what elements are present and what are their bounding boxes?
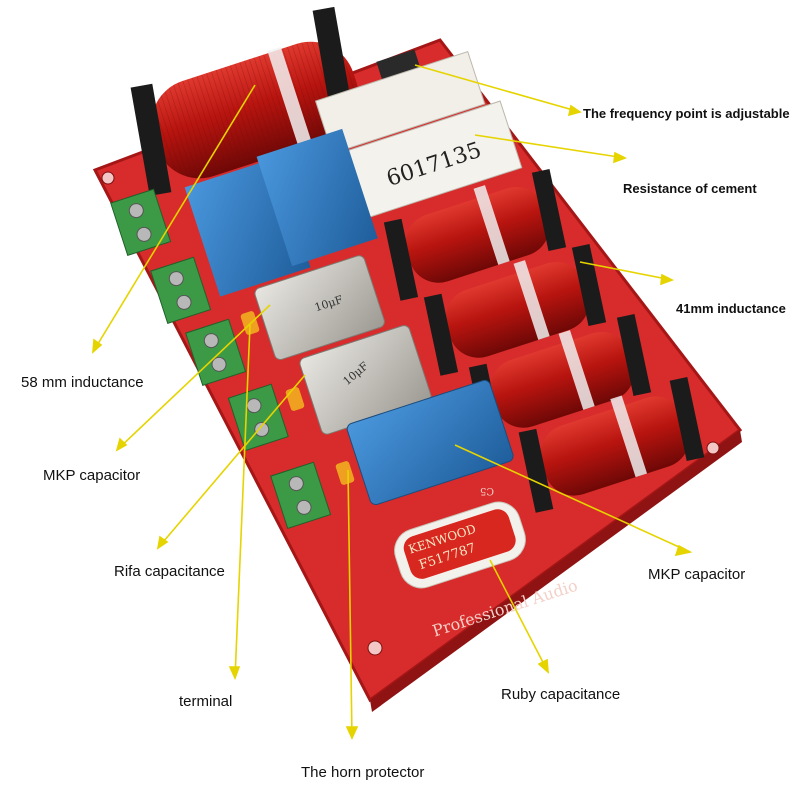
cement-resistor	[314, 50, 486, 154]
rifa-capacitor	[254, 255, 385, 361]
pcb-board-edge	[370, 430, 742, 712]
label-ruby-capacitance: Ruby capacitance	[501, 686, 621, 703]
inductor-41mm	[423, 244, 607, 376]
mount-hole	[367, 640, 383, 656]
inductor-41mm	[383, 169, 567, 301]
ruby-capacitor-band	[403, 509, 516, 579]
label-mkp-capacitor-right: MKP capacitor	[648, 566, 746, 583]
label-cement-resistance: Resistance of cement	[623, 181, 757, 196]
label-mkp-capacitor-left: MKP capacitor	[43, 467, 141, 484]
label-terminal: terminal	[179, 693, 233, 710]
label-58mm-inductance: 58 mm inductance	[21, 374, 144, 391]
mkp-capacitor-large	[346, 379, 514, 506]
inductor-41mm	[518, 377, 705, 513]
label-41mm-inductance: 41mm inductance	[676, 301, 786, 316]
label-rifa-capacitance: Rifa capacitance	[114, 563, 225, 580]
label-frequency-point: The frequency point is adjustable	[583, 106, 790, 121]
leader-lines	[92, 64, 693, 740]
horn-protector	[335, 461, 355, 485]
label-horn-protector: The horn protector	[301, 764, 425, 781]
board-ref: C5	[480, 485, 494, 496]
mount-hole	[101, 171, 115, 185]
terminal-blocks	[110, 188, 332, 530]
mkp-capacitor	[256, 128, 378, 267]
mount-hole	[706, 441, 720, 455]
